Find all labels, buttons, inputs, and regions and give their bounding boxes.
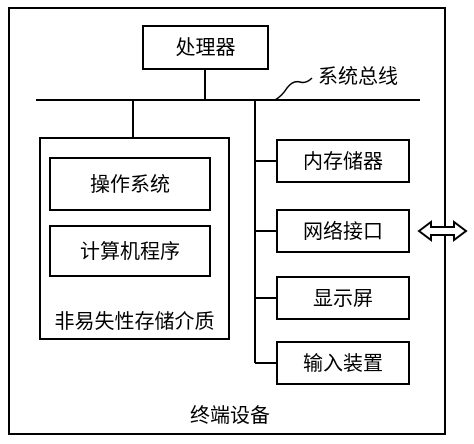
system-bus-leader <box>274 77 313 101</box>
nonvolatile-storage-label: 非易失性存储介质 <box>54 309 215 333</box>
display-box <box>276 276 410 320</box>
display-label: 显示屏 <box>313 286 373 310</box>
input-device-label: 输入装置 <box>303 351 383 375</box>
memory-box <box>276 139 410 183</box>
network-interface-box <box>276 209 410 253</box>
memory-label: 内存储器 <box>303 149 383 173</box>
processor-label: 处理器 <box>175 35 236 59</box>
terminal-device-frame <box>8 7 446 435</box>
os-box <box>49 157 211 211</box>
computer-program-label: 计算机程序 <box>80 239 180 263</box>
system-bus-label: 系统总线 <box>318 64 398 88</box>
double-headed-arrow-icon <box>417 220 468 242</box>
network-interface-label: 网络接口 <box>303 219 383 243</box>
os-label: 操作系统 <box>90 172 170 196</box>
computer-program-box <box>49 225 211 277</box>
terminal-device-label: 终端设备 <box>190 403 270 427</box>
input-device-box <box>276 341 410 385</box>
